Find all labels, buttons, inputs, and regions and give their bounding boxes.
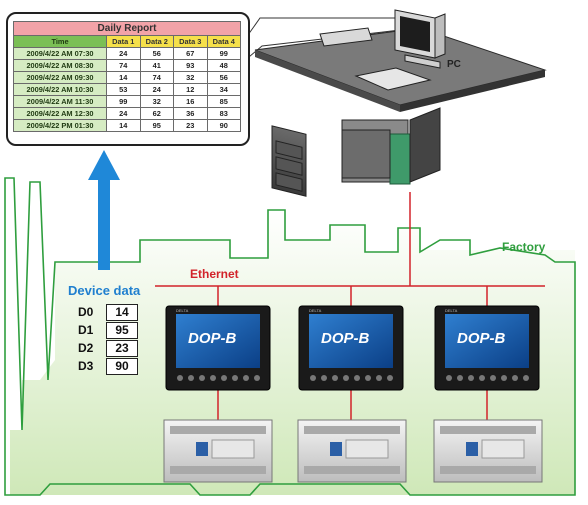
report-cell: 23 — [173, 119, 208, 132]
device-register-row: D1 95 — [78, 322, 148, 339]
report-col-data4: Data 4 — [206, 35, 241, 48]
table-row: 2009/4/22 AM 07:30 24 56 67 99 — [13, 47, 241, 60]
report-cell: 67 — [173, 47, 208, 60]
device-register-row: D3 90 — [78, 358, 148, 375]
report-cell: 2009/4/22 AM 07:30 — [13, 47, 107, 60]
report-cell: 90 — [206, 119, 241, 132]
report-cell: 34 — [206, 83, 241, 96]
register-name: D2 — [78, 341, 94, 355]
device-data-label: Device data — [68, 283, 141, 298]
report-cell: 2009/4/22 AM 10:30 — [13, 83, 107, 96]
table-row: 2009/4/22 AM 08:30 74 41 93 48 — [13, 59, 241, 72]
device-register-row: D0 14 — [78, 304, 148, 321]
daily-report-table: Daily Report Time Data 1 Data 2 Data 3 D… — [13, 21, 241, 132]
pc-label: PC — [447, 59, 461, 70]
report-cell: 36 — [173, 107, 208, 120]
report-cell: 99 — [206, 47, 241, 60]
report-cell: 32 — [139, 95, 174, 108]
report-cell: 2009/4/22 AM 11:30 — [13, 95, 107, 108]
report-col-data3: Data 3 — [173, 35, 208, 48]
report-cell: 83 — [206, 107, 241, 120]
table-row: 2009/4/22 PM 01:30 14 95 23 90 — [13, 119, 241, 132]
device-register-row: D2 23 — [78, 340, 148, 357]
hmi-panel-2 — [298, 305, 404, 391]
report-cell: 48 — [206, 59, 241, 72]
hmi-panel-3 — [434, 305, 540, 391]
pc-workstation — [254, 9, 547, 197]
register-value: 95 — [106, 322, 138, 339]
register-name: D3 — [78, 359, 94, 373]
register-value: 90 — [106, 358, 138, 375]
table-row: 2009/4/22 AM 09:30 14 74 32 56 — [13, 71, 241, 84]
report-cell: 85 — [206, 95, 241, 108]
report-col-time: Time — [13, 35, 107, 48]
hmi-1-model: DOP-B — [188, 330, 237, 347]
register-name: D0 — [78, 305, 94, 319]
table-row: 2009/4/22 AM 10:30 53 24 12 34 — [13, 83, 241, 96]
factory-label: Factory — [502, 240, 546, 254]
report-cell: 95 — [139, 119, 174, 132]
report-cell: 93 — [173, 59, 208, 72]
report-cell: 12 — [173, 83, 208, 96]
report-cell: 74 — [106, 59, 141, 72]
report-cell: 24 — [106, 107, 141, 120]
report-col-data2: Data 2 — [139, 35, 174, 48]
table-row: 2009/4/22 AM 12:30 24 62 36 83 — [13, 107, 241, 120]
register-name: D1 — [78, 323, 94, 337]
report-cell: 24 — [139, 83, 174, 96]
report-cell: 14 — [106, 119, 141, 132]
report-cell: 2009/4/22 AM 12:30 — [13, 107, 107, 120]
hmi-2-brand: DELTA — [309, 308, 322, 313]
hmi-3-model: DOP-B — [457, 330, 506, 347]
report-cell: 41 — [139, 59, 174, 72]
plc-3 — [433, 419, 543, 483]
report-cell: 53 — [106, 83, 141, 96]
ethernet-label: Ethernet — [190, 267, 239, 281]
report-col-data1: Data 1 — [106, 35, 141, 48]
report-cell: 56 — [206, 71, 241, 84]
report-cell: 32 — [173, 71, 208, 84]
report-title: Daily Report — [13, 21, 241, 36]
hmi-panel-1 — [165, 305, 271, 391]
report-cell: 2009/4/22 PM 01:30 — [13, 119, 107, 132]
report-cell: 2009/4/22 AM 09:30 — [13, 71, 107, 84]
hmi-1-brand: DELTA — [176, 308, 189, 313]
report-cell: 56 — [139, 47, 174, 60]
table-row: 2009/4/22 AM 11:30 99 32 16 85 — [13, 95, 241, 108]
plc-1 — [163, 419, 273, 483]
device-data-arrow — [88, 150, 120, 270]
register-value: 14 — [106, 304, 138, 321]
plc-2 — [297, 419, 407, 483]
report-cell: 62 — [139, 107, 174, 120]
hmi-3-brand: DELTA — [445, 308, 458, 313]
report-cell: 16 — [173, 95, 208, 108]
report-cell: 24 — [106, 47, 141, 60]
factory-outline — [4, 177, 576, 496]
report-cell: 14 — [106, 71, 141, 84]
report-cell: 74 — [139, 71, 174, 84]
register-value: 23 — [106, 340, 138, 357]
report-cell: 99 — [106, 95, 141, 108]
hmi-2-model: DOP-B — [321, 330, 370, 347]
report-cell: 2009/4/22 AM 08:30 — [13, 59, 107, 72]
